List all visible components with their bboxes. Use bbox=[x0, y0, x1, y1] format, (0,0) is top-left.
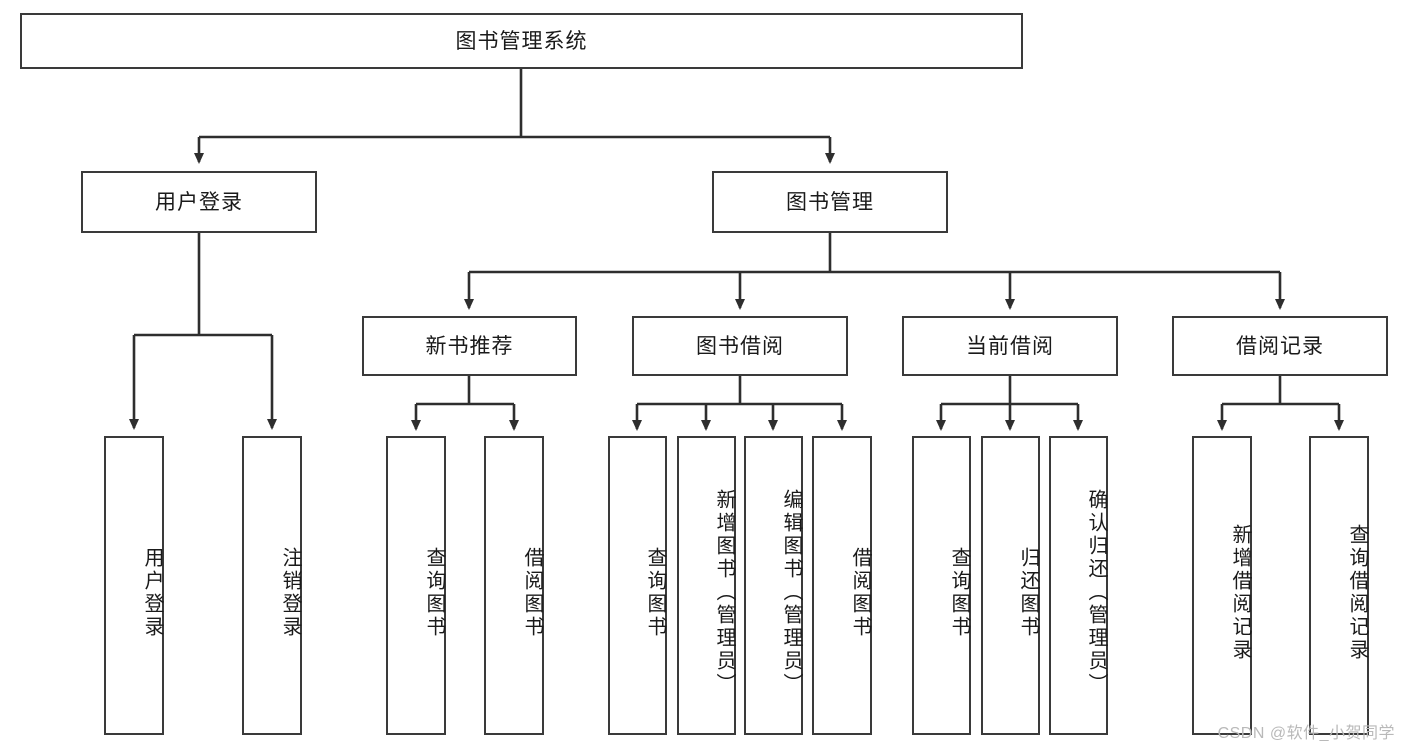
leaf-add-borrow-record[interactable]: 新增借阅记录 bbox=[1192, 436, 1252, 735]
leaf-query-books-borrow[interactable]: 查询图书 bbox=[608, 436, 667, 735]
node-book-management[interactable]: 图书管理 bbox=[712, 171, 948, 233]
node-label: 新增图书（管理员） bbox=[713, 489, 735, 696]
node-label: 图书管理 bbox=[786, 190, 874, 214]
node-label: 用户登录 bbox=[155, 190, 243, 214]
node-label: 借阅图书 bbox=[521, 546, 543, 639]
leaf-borrow-books[interactable]: 借阅图书 bbox=[812, 436, 872, 735]
node-new-book-recommend[interactable]: 新书推荐 bbox=[362, 316, 577, 376]
node-label: 用户登录 bbox=[141, 546, 163, 639]
leaf-logout[interactable]: 注销登录 bbox=[242, 436, 302, 735]
node-label: 归还图书 bbox=[1017, 546, 1039, 639]
node-label: 图书管理系统 bbox=[455, 29, 588, 53]
node-current-borrow[interactable]: 当前借阅 bbox=[902, 316, 1118, 376]
node-book-borrow[interactable]: 图书借阅 bbox=[632, 316, 848, 376]
node-label: 借阅记录 bbox=[1236, 334, 1324, 358]
node-label: 新书推荐 bbox=[425, 334, 514, 358]
node-label: 查询图书 bbox=[948, 546, 970, 639]
node-label: 查询借阅记录 bbox=[1346, 523, 1368, 662]
node-label: 编辑图书（管理员） bbox=[780, 489, 802, 696]
leaf-confirm-return-admin[interactable]: 确认归还（管理员） bbox=[1049, 436, 1108, 735]
node-label: 查询图书 bbox=[644, 546, 666, 639]
leaf-return-books[interactable]: 归还图书 bbox=[981, 436, 1040, 735]
leaf-edit-book-admin[interactable]: 编辑图书（管理员） bbox=[744, 436, 803, 735]
node-label: 确认归还（管理员） bbox=[1085, 489, 1107, 696]
leaf-query-borrow-record[interactable]: 查询借阅记录 bbox=[1309, 436, 1369, 735]
node-label: 新增借阅记录 bbox=[1229, 523, 1251, 662]
node-label: 图书借阅 bbox=[696, 334, 784, 358]
leaf-add-book-admin[interactable]: 新增图书（管理员） bbox=[677, 436, 736, 735]
node-label: 注销登录 bbox=[279, 546, 301, 639]
node-borrow-records[interactable]: 借阅记录 bbox=[1172, 316, 1388, 376]
leaf-query-books-recommend[interactable]: 查询图书 bbox=[386, 436, 446, 735]
node-root-system[interactable]: 图书管理系统 bbox=[20, 13, 1023, 69]
leaf-query-books-current[interactable]: 查询图书 bbox=[912, 436, 971, 735]
node-label: 当前借阅 bbox=[966, 334, 1054, 358]
watermark-text: CSDN @软件_小贺同学 bbox=[1217, 725, 1395, 742]
node-label: 借阅图书 bbox=[849, 546, 871, 639]
node-label: 查询图书 bbox=[423, 546, 445, 639]
leaf-borrow-books-recommend[interactable]: 借阅图书 bbox=[484, 436, 544, 735]
node-user-login[interactable]: 用户登录 bbox=[81, 171, 317, 233]
leaf-user-login[interactable]: 用户登录 bbox=[104, 436, 164, 735]
